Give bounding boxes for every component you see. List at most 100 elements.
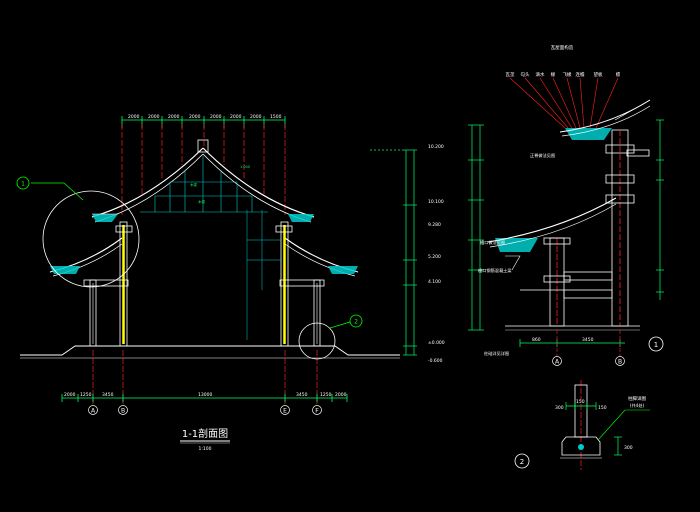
svg-text:木梁: 木梁 <box>190 182 197 187</box>
d2-dim-2: 150 <box>576 399 585 405</box>
d1-label-2: 勾头 <box>521 71 530 78</box>
beams <box>83 225 325 287</box>
d2-callout-label: 2 <box>520 458 524 466</box>
axis-label-e: E <box>283 408 287 415</box>
bottom-dim-6: 1250 <box>320 392 332 398</box>
d1-dim-2: 3450 <box>582 337 594 343</box>
d1-axis-a: A <box>555 359 560 366</box>
top-dim-1: 2000 <box>128 114 140 120</box>
d1-label-5: 飞椽 <box>563 71 572 78</box>
detail-2: 300 150 150 300 柱脚详图 (共4处) 2 <box>514 380 650 470</box>
elev-7: -0.600 <box>428 358 443 364</box>
bottom-dim-3: 3450 <box>102 392 114 398</box>
d1-note-low: 檐口钢筋混凝土梁 <box>478 267 512 274</box>
axis-label-a: A <box>91 408 96 415</box>
drawing-title: 1-1剖面图 <box>182 427 228 440</box>
detail-1-upper-column <box>605 129 650 327</box>
top-dim-7: 2000 <box>250 114 262 120</box>
lower-roof <box>49 237 359 277</box>
d1-dim-1: 860 <box>532 337 541 343</box>
detail-1-lower-roof <box>487 197 617 271</box>
d1-label-6: 连檐 <box>576 71 585 78</box>
d1-label-3: 滴水 <box>536 71 545 78</box>
lower-eave-tiles <box>50 266 358 274</box>
main-section: 2000 2000 2000 2000 2000 2000 2000 1500 <box>16 114 445 452</box>
detail-1-ground <box>505 325 640 331</box>
d1-label-4: 椽 <box>551 71 556 78</box>
d1-axis-b: B <box>618 359 622 366</box>
detail-2-dims <box>565 402 622 456</box>
detail-1-right-dims <box>656 119 664 300</box>
elevation-labels: 10.200 10.100 9.280 5.200 4.100 ±0.000 -… <box>428 144 445 364</box>
d2-height-dim: 300 <box>624 445 633 451</box>
detail-2-base <box>561 436 601 456</box>
bottom-dim-4: 13000 <box>198 392 212 398</box>
elev-6: ±0.000 <box>428 340 445 346</box>
ground-line <box>20 345 400 359</box>
detail-1-axis-bubbles: A B <box>552 330 625 366</box>
drawing-title-block: 1-1剖面图 1:100 <box>180 427 230 452</box>
svg-text:木梁: 木梁 <box>198 199 205 204</box>
callout-1-marker: 1 <box>16 176 140 288</box>
d1-label-8: 檩 <box>616 71 621 78</box>
detail-1-upper-roof <box>559 99 651 140</box>
top-axis-lines <box>121 124 286 215</box>
d1-note-mid: 檐口做法见图 <box>480 239 505 246</box>
svg-text:1.000: 1.000 <box>240 165 250 169</box>
left-upper-eave-tile <box>92 213 118 222</box>
elevation-column <box>370 149 417 356</box>
d2-note-sub: (共4处) <box>630 402 645 409</box>
columns <box>89 221 321 347</box>
interior-wall <box>246 210 281 340</box>
elev-2: 10.100 <box>428 199 444 205</box>
top-dim-labels: 2000 2000 2000 2000 2000 2000 2000 1500 <box>128 114 282 120</box>
d1-label-1: 瓦垄 <box>506 71 515 78</box>
top-dim-3: 2000 <box>168 114 180 120</box>
d2-dim-1: 300 <box>555 405 564 411</box>
truss-labels: 木梁 木梁 1.000 <box>190 165 250 204</box>
detail-2-dim-labels: 300 150 150 300 <box>555 399 633 451</box>
top-dim-5: 2000 <box>210 114 222 120</box>
right-upper-eave-tile <box>288 214 314 222</box>
detail-1-leader-labels: 瓦垄 勾头 滴水 椽 飞椽 连檐 望板 檩 <box>506 71 621 78</box>
axis-label-f: F <box>315 408 319 415</box>
bottom-dim-1: 2000 <box>64 392 76 398</box>
detail-1-lower-column <box>520 237 613 327</box>
detail-1-leaders <box>509 77 619 129</box>
bottom-dim-7: 2000 <box>335 392 347 398</box>
detail-1-bottom-dim-labels: 860 3450 <box>532 337 594 343</box>
top-dim-4: 2000 <box>189 114 201 120</box>
axis-bubbles: A B E F <box>88 405 322 415</box>
elev-1: 10.200 <box>428 144 444 150</box>
roof-truss <box>140 156 268 213</box>
d2-note: 柱脚详图 <box>628 395 646 402</box>
elev-5: 4.100 <box>428 279 441 285</box>
detail-1-left-dims <box>468 124 484 331</box>
elev-3: 9.280 <box>428 222 441 228</box>
bottom-dim-labels: 2000 1250 3450 13000 3450 1250 2000 <box>64 392 347 398</box>
elev-4: 5.200 <box>428 254 441 260</box>
top-dim-6: 2000 <box>230 114 242 120</box>
drawing-scale: 1:100 <box>199 446 212 452</box>
d1-note-base: 柱础详见详图 <box>484 350 509 357</box>
axis-label-b: B <box>121 408 125 415</box>
detail-1: 瓦屋面构造 瓦垄 勾头 滴水 椽 飞椽 连檐 望板 檩 <box>468 44 664 366</box>
ridge-ornament <box>197 139 209 153</box>
top-dim-8: 1500 <box>270 114 282 120</box>
callout-2-marker: 2 <box>298 314 363 360</box>
bottom-dim-2: 1250 <box>80 392 92 398</box>
bottom-dim-5: 3450 <box>296 392 308 398</box>
bottom-dimension-chain <box>61 394 348 402</box>
callout-2-label: 2 <box>354 319 358 326</box>
detail-1-callout: 1 <box>648 336 664 352</box>
d1-label-7: 望板 <box>594 71 603 78</box>
callout-1-label: 1 <box>21 181 25 188</box>
d1-callout-label: 1 <box>654 341 658 349</box>
detail-1-notes: 正脊做法见图 檐口做法见图 檐口钢筋混凝土梁 柱础详见详图 <box>478 152 555 357</box>
d2-dim-3: 150 <box>598 405 607 411</box>
d1-note-top: 正脊做法见图 <box>530 152 555 159</box>
top-dim-2: 2000 <box>148 114 160 120</box>
detail-1-top-note: 瓦屋面构造 <box>551 44 574 51</box>
